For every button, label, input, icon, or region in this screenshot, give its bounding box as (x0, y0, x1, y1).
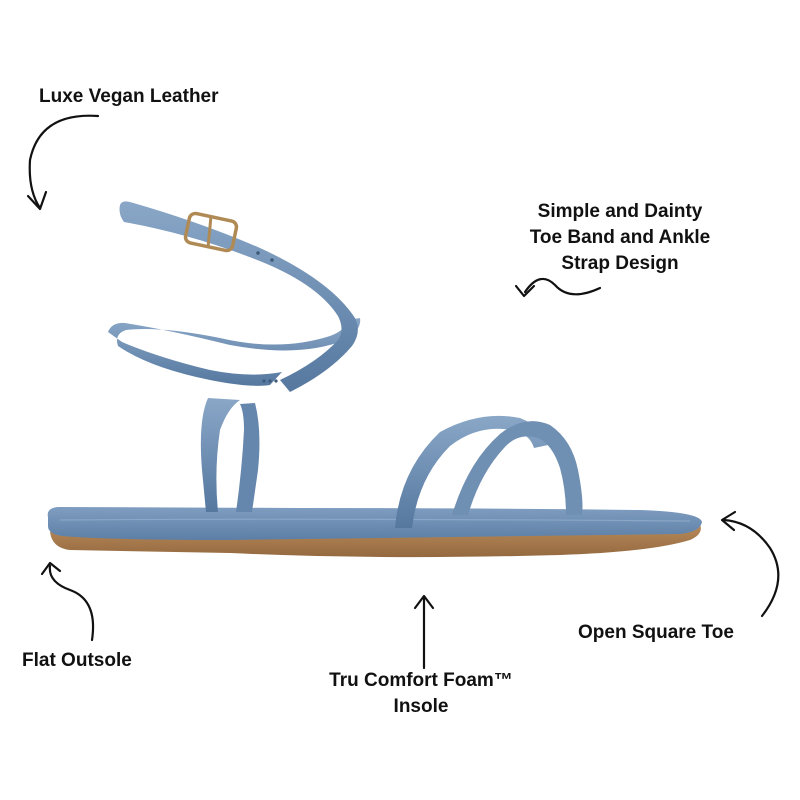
ankle-strap-upper (119, 201, 358, 392)
callout-insole: Tru Comfort Foam™ Insole (306, 668, 536, 720)
arrow-toe-icon (722, 518, 780, 618)
arrow-outsole-icon (48, 564, 95, 642)
arrow-leather-icon (28, 114, 100, 210)
arrow-strap-head-icon (514, 284, 536, 298)
buckle-icon (183, 211, 239, 253)
callout-luxe-vegan-leather: Luxe Vegan Leather (39, 84, 219, 110)
arrow-outsole-head-icon (40, 561, 62, 576)
callout-luxe-vegan-leather-text: Luxe Vegan Leather (39, 86, 219, 107)
callout-strap-design: Simple and Dainty Toe Band and Ankle Str… (510, 199, 730, 277)
arrow-insole-head-icon (413, 594, 435, 610)
callout-strap-design-line-3: Strap Design (561, 253, 679, 274)
insole-footbed (47, 507, 702, 540)
callout-flat-outsole-text: Flat Outsole (22, 650, 132, 671)
arrow-leather-head-icon (26, 190, 48, 211)
heel-strap (200, 398, 260, 512)
arrow-strap-icon (523, 277, 602, 296)
callout-flat-outsole: Flat Outsole (22, 648, 132, 674)
callout-open-square-toe-text: Open Square Toe (578, 622, 734, 643)
arrow-toe-head-icon (720, 510, 737, 532)
callout-insole-line-1: Tru Comfort Foam™ (329, 670, 513, 691)
callout-open-square-toe: Open Square Toe (578, 620, 734, 646)
callout-insole-line-2: Insole (393, 696, 449, 717)
callout-strap-design-line-2: Toe Band and Ankle (529, 227, 711, 248)
callout-strap-design-line-1: Simple and Dainty (537, 201, 703, 222)
toe-band-straps (395, 415, 583, 528)
ankle-strap-lower (108, 318, 361, 386)
